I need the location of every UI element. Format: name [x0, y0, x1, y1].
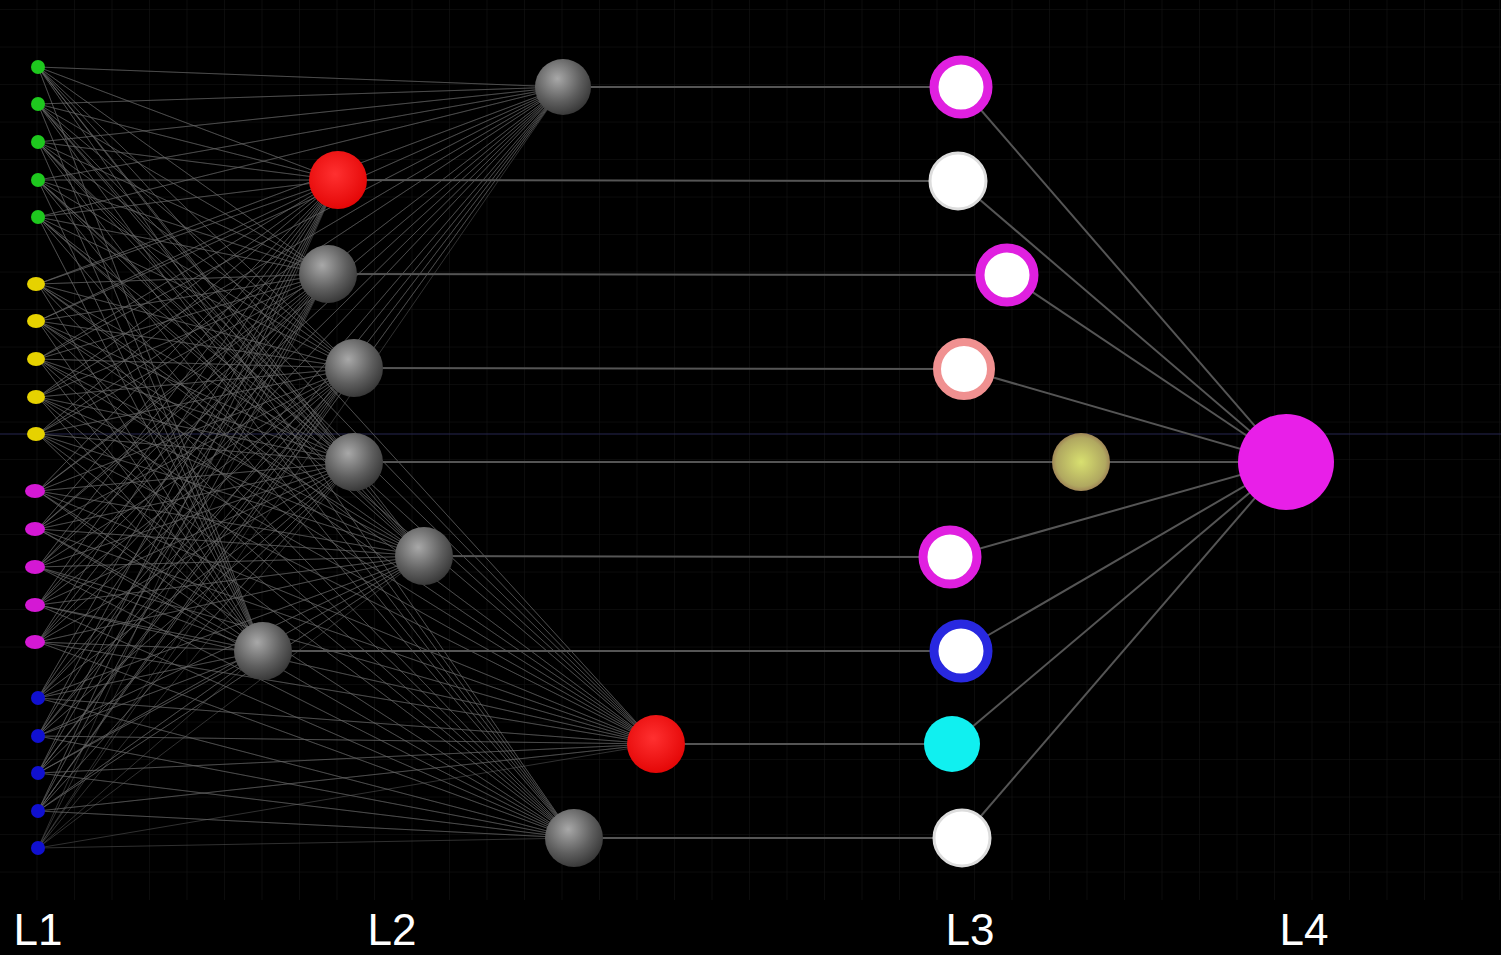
layer-label: L4	[1280, 908, 1329, 952]
layer-label: L2	[368, 908, 417, 952]
layer-label: L1	[14, 908, 63, 952]
layer-label: L3	[946, 908, 995, 952]
